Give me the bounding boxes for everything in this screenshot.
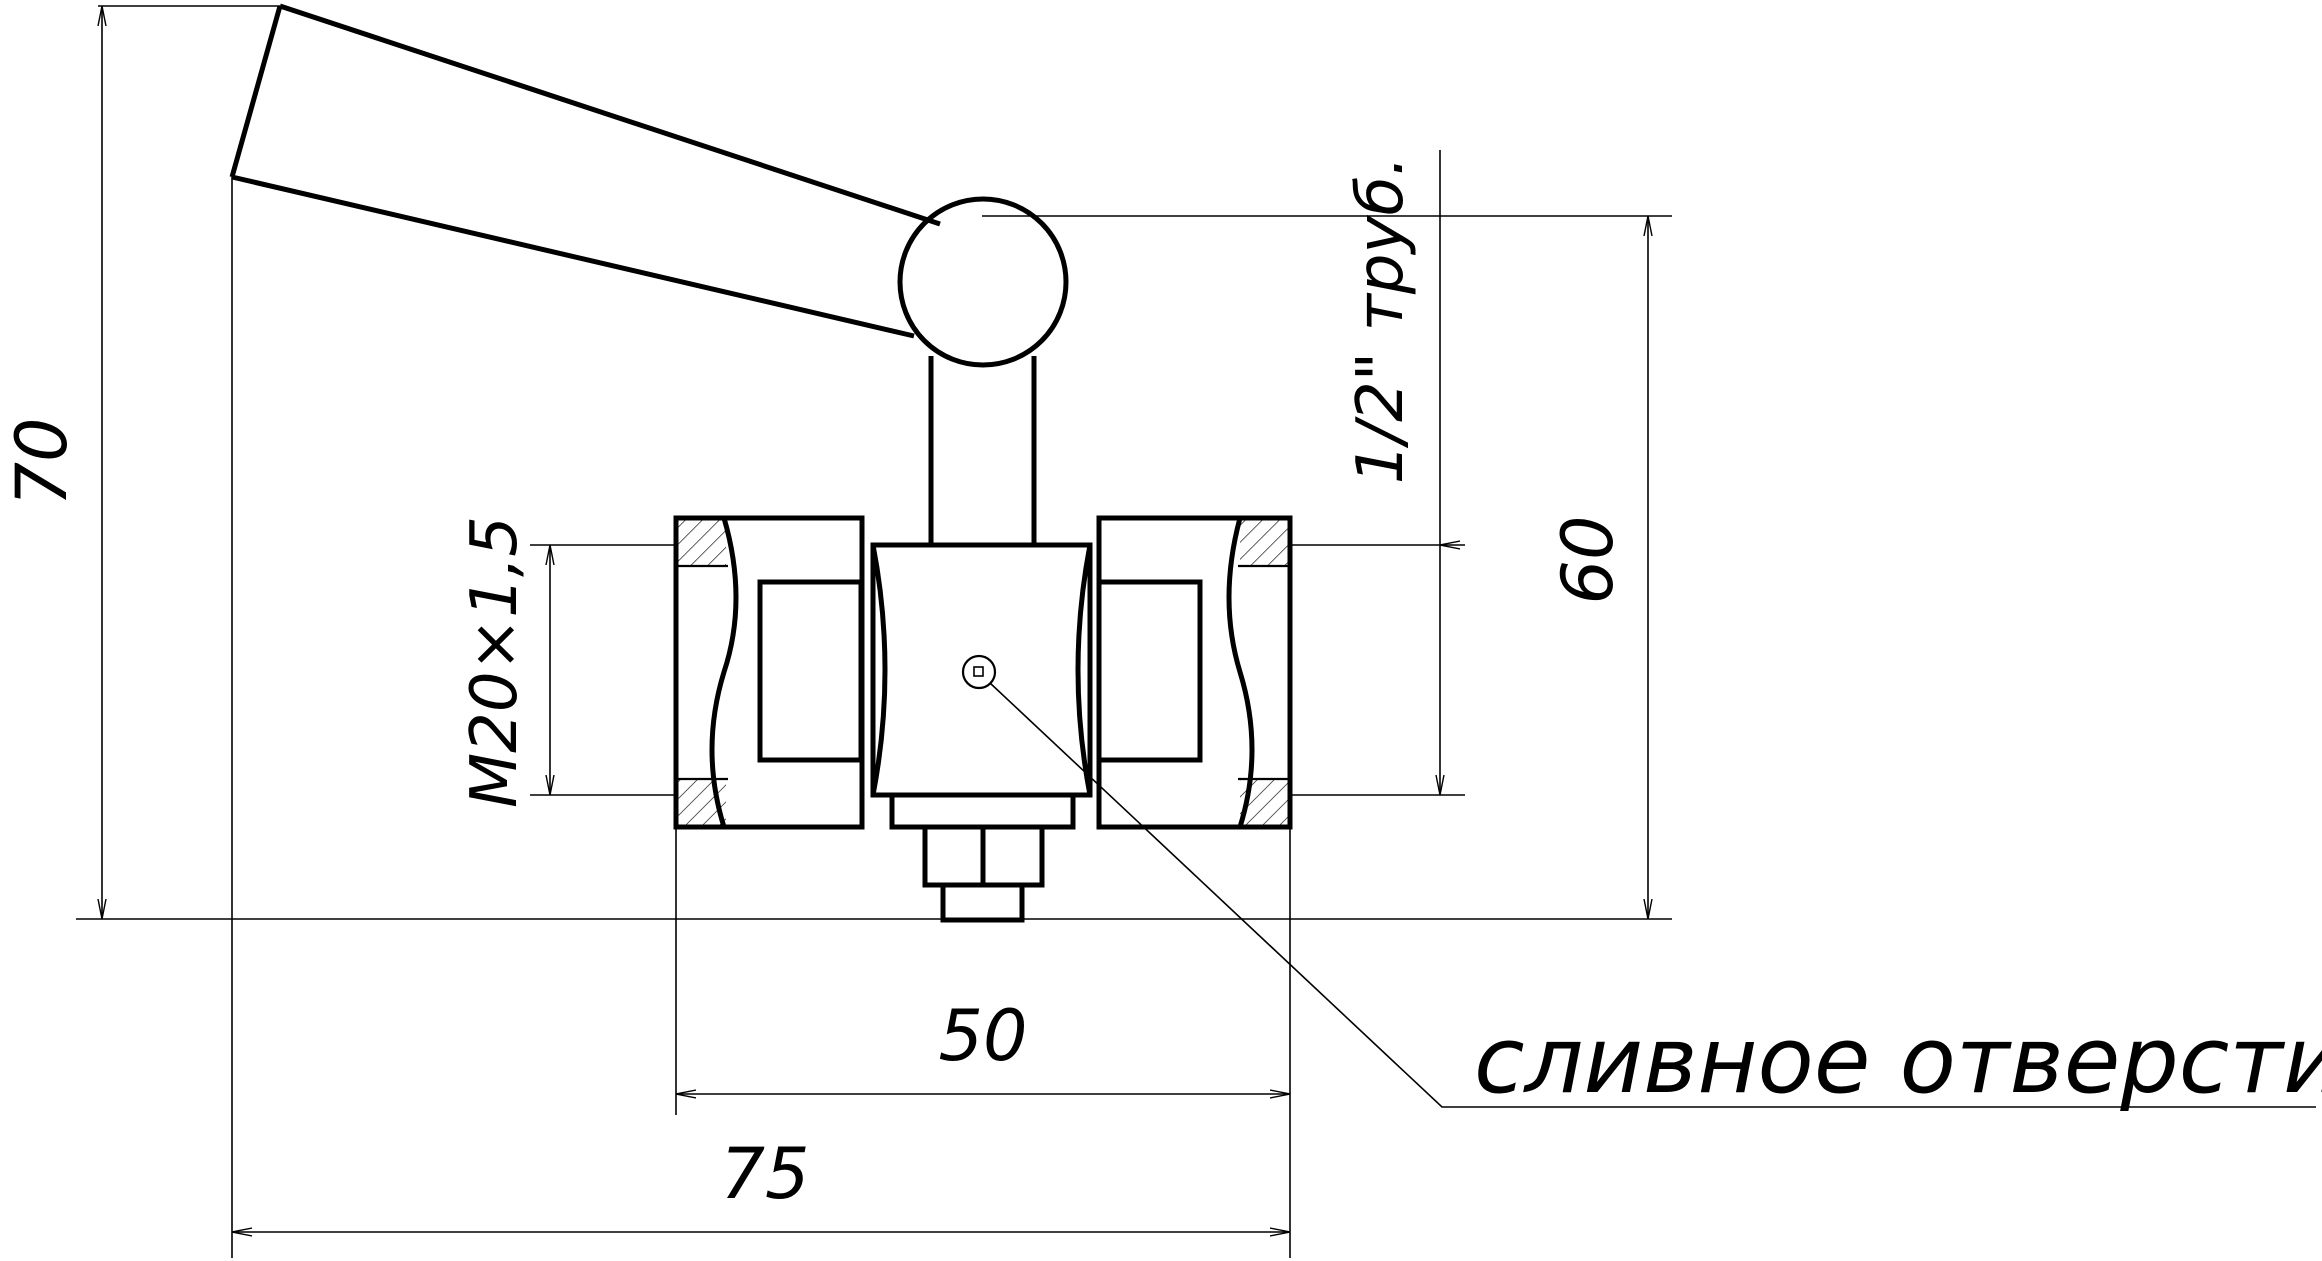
drain-hole-label: сливное отверстие <box>1474 1007 2322 1114</box>
dimension-75: 75 <box>232 1133 1290 1232</box>
handle-ball <box>897 196 1069 368</box>
svg-text:60: 60 <box>1547 515 1629 604</box>
svg-text:70: 70 <box>1 417 83 506</box>
svg-text:50: 50 <box>938 995 1027 1077</box>
drain-leader-line <box>989 682 2316 1108</box>
svg-text:M20×1,5: M20×1,5 <box>458 516 532 808</box>
valve-body <box>870 542 1093 798</box>
drain-hole <box>961 654 997 690</box>
handle-lever <box>229 3 941 339</box>
valve-stem <box>928 356 1037 545</box>
bottom-nut <box>889 792 1076 923</box>
dimension-pipe-half-inch: 1/2" труб. <box>1344 150 1440 795</box>
dimension-60: 60 <box>1547 216 1648 919</box>
dimension-70: 70 <box>1 6 102 919</box>
right-coupling <box>1096 515 1293 830</box>
dimension-50: 50 <box>676 995 1290 1094</box>
extension-lines <box>76 5 1672 1258</box>
svg-text:75: 75 <box>720 1133 809 1215</box>
dimension-thread-m20: M20×1,5 <box>458 516 550 808</box>
left-coupling <box>673 515 865 830</box>
svg-text:1/2" труб.: 1/2" труб. <box>1344 156 1418 484</box>
